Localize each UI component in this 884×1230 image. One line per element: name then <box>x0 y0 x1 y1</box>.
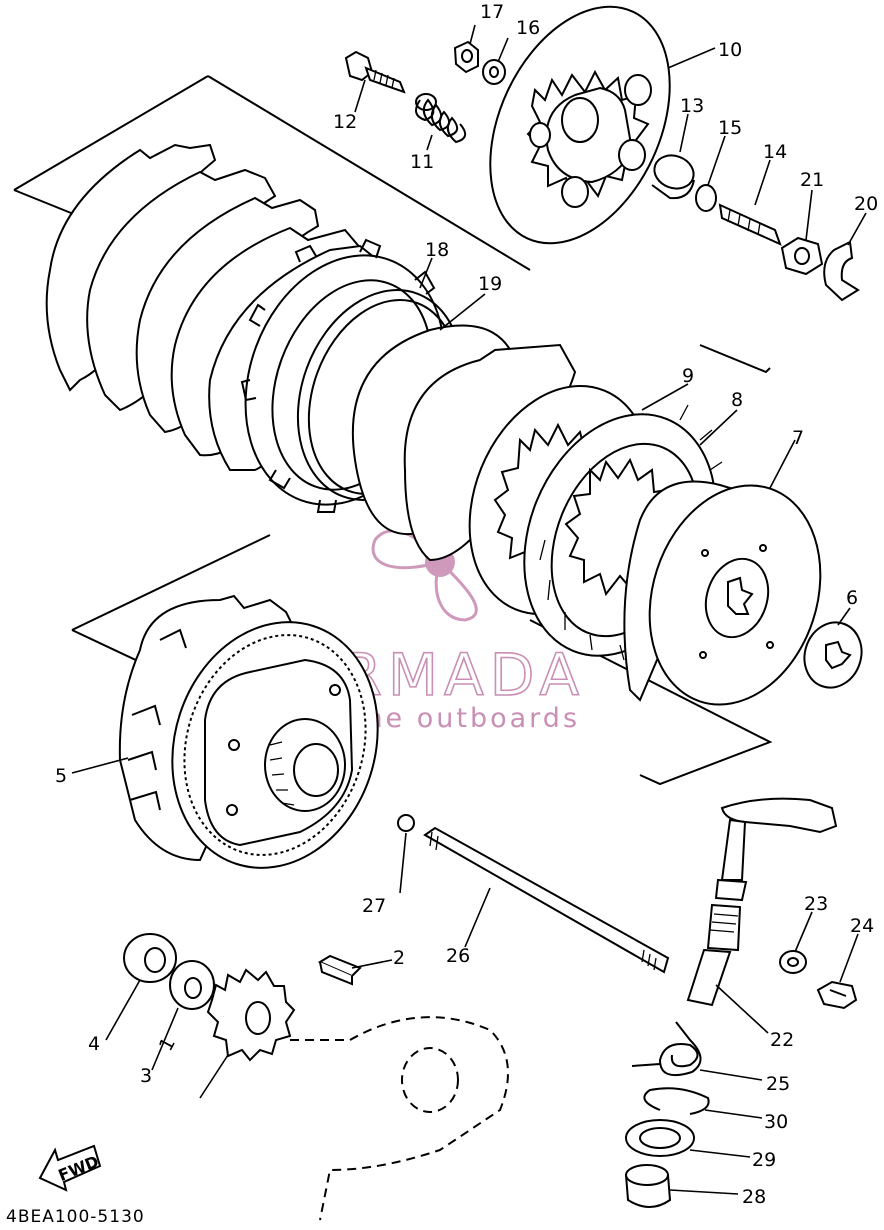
callout-25: 25 <box>766 1073 790 1095</box>
part-12-bolt <box>344 50 406 94</box>
part-21-locknut <box>780 236 824 276</box>
callout-21: 21 <box>800 169 824 191</box>
part-2-key <box>317 954 362 986</box>
part-29-oil-seal <box>625 1119 695 1157</box>
part-26-push-rod <box>423 826 670 974</box>
assembly-outline-clutch-pack <box>13 75 771 374</box>
callout-12: 12 <box>333 111 357 133</box>
part-28-bushing <box>624 1164 672 1208</box>
part-3-washer <box>169 960 215 1010</box>
callout-27: 27 <box>362 895 386 917</box>
part-17-nut <box>453 40 479 74</box>
callout-2: 2 <box>393 947 405 969</box>
part-16-washer <box>482 59 506 85</box>
part-14-push-rod <box>718 203 782 246</box>
callout-18: 18 <box>425 239 449 261</box>
part-27-ball <box>397 814 415 832</box>
fwd-arrow-icon: FWD <box>38 1144 101 1192</box>
part-6-circlip <box>803 621 863 689</box>
callout-30: 30 <box>764 1111 788 1133</box>
part-23-washer <box>779 950 807 974</box>
part-10-pressure-plate <box>489 5 671 245</box>
leader-lines <box>71 24 867 1195</box>
crankshaft-reference <box>290 1016 509 1221</box>
callout-23: 23 <box>804 893 828 915</box>
callout-5: 5 <box>55 765 67 787</box>
callout-29: 29 <box>752 1149 776 1171</box>
part-7-clutch-boss <box>623 480 822 706</box>
callout-4: 4 <box>88 1033 100 1055</box>
callout-9: 9 <box>682 365 694 387</box>
callout-1: 1 <box>155 1034 180 1055</box>
callout-26: 26 <box>446 945 470 967</box>
part-4-collar <box>123 933 177 983</box>
callout-7: 7 <box>792 427 804 449</box>
callout-20: 20 <box>854 193 878 215</box>
part-30-circlip <box>643 1087 710 1115</box>
callout-28: 28 <box>742 1186 766 1208</box>
callout-19: 19 <box>478 273 502 295</box>
callout-10: 10 <box>718 39 742 61</box>
part-24-screw <box>816 980 858 1010</box>
callout-22: 22 <box>770 1029 794 1051</box>
callout-3: 3 <box>140 1065 152 1087</box>
callout-17: 17 <box>480 1 504 23</box>
part-11-spring <box>415 93 467 144</box>
drawing-code: 4BEA100-5130 <box>6 1207 145 1226</box>
callout-11: 11 <box>410 151 434 173</box>
callout-6: 6 <box>846 587 858 609</box>
callout-24: 24 <box>850 915 874 937</box>
callout-14: 14 <box>763 141 787 163</box>
callout-13: 13 <box>680 95 704 117</box>
part-22-push-lever-shaft <box>686 797 838 1007</box>
part-1-primary-drive-gear <box>206 968 296 1062</box>
part-13-push-plate <box>651 154 695 200</box>
part-15-ring <box>695 184 717 212</box>
callout-8: 8 <box>731 389 743 411</box>
part-5-clutch-housing <box>118 594 379 869</box>
callout-16: 16 <box>516 17 540 39</box>
part-25-spring <box>631 1021 702 1076</box>
assembly-outline-primary-gear <box>71 534 773 786</box>
part-20-lockwasher <box>823 240 860 302</box>
callout-15: 15 <box>718 117 742 139</box>
